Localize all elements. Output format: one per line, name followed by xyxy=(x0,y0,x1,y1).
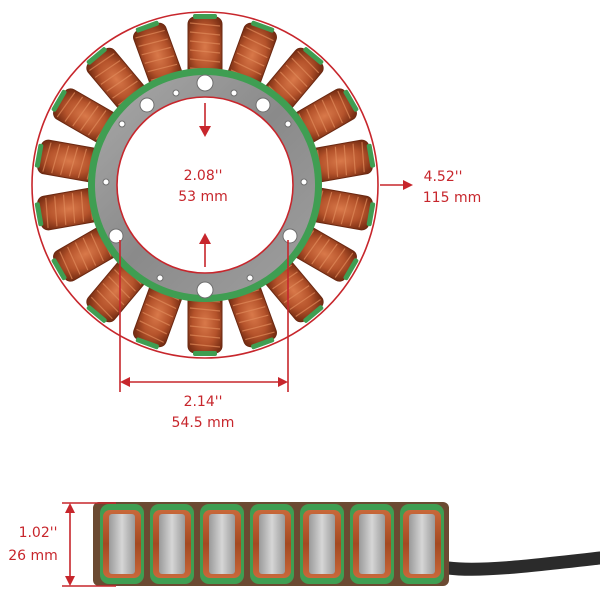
mounting-hole xyxy=(156,274,164,282)
side-coil xyxy=(150,504,194,584)
coil xyxy=(187,14,223,78)
stator-top-view: 2.08'' 53 mm 4.52'' 115 mm 2.14'' 54.5 m… xyxy=(31,11,481,431)
mounting-hole xyxy=(196,281,214,299)
outer-diameter-mm: 115 mm xyxy=(423,190,481,206)
mounting-hole xyxy=(118,120,126,128)
wire-harness xyxy=(441,551,600,576)
coil xyxy=(187,292,223,356)
mounting-hole xyxy=(300,178,308,186)
mounting-hole xyxy=(172,89,180,97)
bolt-spacing-mm: 54.5 mm xyxy=(172,415,235,431)
mounting-holes xyxy=(102,74,308,299)
side-coil xyxy=(350,504,394,584)
mounting-hole xyxy=(139,97,155,113)
mounting-hole xyxy=(284,120,292,128)
mounting-hole xyxy=(196,74,214,92)
mounting-hole xyxy=(108,228,124,244)
outer-dimension-circle xyxy=(31,11,379,359)
inner-diameter-inch: 2.08'' xyxy=(184,168,223,184)
coil xyxy=(309,187,376,231)
coil xyxy=(51,226,118,282)
inner-diameter-mm: 53 mm xyxy=(178,189,228,205)
coil xyxy=(34,139,101,183)
mounting-hole xyxy=(255,97,271,113)
side-coil xyxy=(300,504,344,584)
outer-diameter-arrow xyxy=(380,180,413,190)
mounting-hole xyxy=(102,178,110,186)
side-coil xyxy=(250,504,294,584)
height-mm: 26 mm xyxy=(8,548,58,564)
bolt-spacing-inch: 2.14'' xyxy=(184,394,223,410)
side-coil xyxy=(100,504,144,584)
mounting-hole xyxy=(246,274,254,282)
stator-side-view: 1.02'' 26 mm xyxy=(8,502,600,587)
mounting-hole xyxy=(282,228,298,244)
mounting-hole xyxy=(230,89,238,97)
height-inch: 1.02'' xyxy=(19,525,58,541)
side-coil xyxy=(400,504,444,584)
side-coil xyxy=(200,504,244,584)
inner-diameter-arrows xyxy=(199,103,211,267)
inner-dimension-circle xyxy=(116,96,294,274)
bolt-spacing-dimension xyxy=(119,240,289,392)
coil xyxy=(51,88,118,144)
coil xyxy=(227,20,277,88)
center-bore xyxy=(117,97,293,273)
outer-diameter-inch: 4.52'' xyxy=(424,169,463,185)
height-dimension xyxy=(62,502,116,587)
side-coil-row xyxy=(100,504,444,584)
